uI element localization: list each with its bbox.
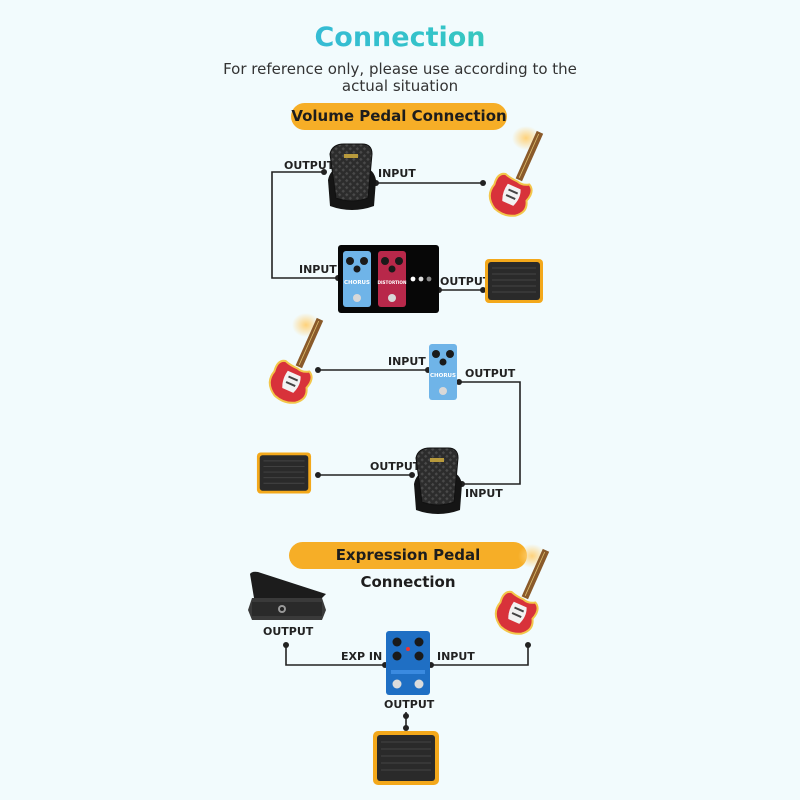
label-d3-exp-in: EXP IN xyxy=(341,650,383,663)
amplifier-icon xyxy=(373,731,439,785)
label-d3-input: INPUT xyxy=(437,650,475,663)
label-d1-chain-output: OUTPUT xyxy=(440,275,491,288)
chorus-label: CHORUS xyxy=(344,280,370,286)
effect-pedal-icon xyxy=(386,631,430,695)
volume-pedal-icon xyxy=(328,143,376,210)
section-banner-volume: Volume Pedal Connection xyxy=(291,103,507,130)
wire-guitar-to-effect xyxy=(431,645,529,666)
distortion-label: DISTORTION xyxy=(378,280,407,285)
more-pedals-dots-icon xyxy=(410,276,432,282)
volume-pedal-icon xyxy=(414,447,462,514)
label-d2-input: INPUT xyxy=(388,355,426,368)
amplifier-icon xyxy=(485,259,543,303)
wire-exp-pedal-to-effect xyxy=(285,645,385,666)
label-d2-output: OUTPUT xyxy=(465,367,516,380)
label-d2-pedal-input: INPUT xyxy=(465,487,503,500)
wire-chorus-to-pedal xyxy=(459,381,521,485)
label-d1-chain-input: INPUT xyxy=(299,263,337,276)
distortion-pedal-icon: DISTORTION xyxy=(378,251,407,307)
page-subtitle: For reference only, please use according… xyxy=(223,60,577,95)
chorus-pedal-icon: CHORUS xyxy=(429,344,457,400)
page-title: Connection xyxy=(0,22,800,53)
expression-pedal-icon xyxy=(248,571,326,620)
chorus-label: CHORUS xyxy=(430,373,456,379)
amplifier-icon xyxy=(256,452,312,494)
label-d3-output: OUTPUT xyxy=(384,698,435,711)
guitar-icon xyxy=(268,313,324,404)
label-d1-input: INPUT xyxy=(378,167,416,180)
guitar-icon xyxy=(494,544,550,635)
wire-pedal-output-to-chain xyxy=(271,171,338,279)
section-banner-expression: Expression Pedal Connection xyxy=(289,542,527,591)
label-d2-amp-output: OUTPUT xyxy=(370,460,421,473)
chorus-pedal-icon: CHORUS xyxy=(343,251,371,307)
label-d3-pedal-output: OUTPUT xyxy=(263,625,314,638)
label-d1-output: OUTPUT xyxy=(284,159,335,172)
guitar-icon xyxy=(488,126,544,217)
